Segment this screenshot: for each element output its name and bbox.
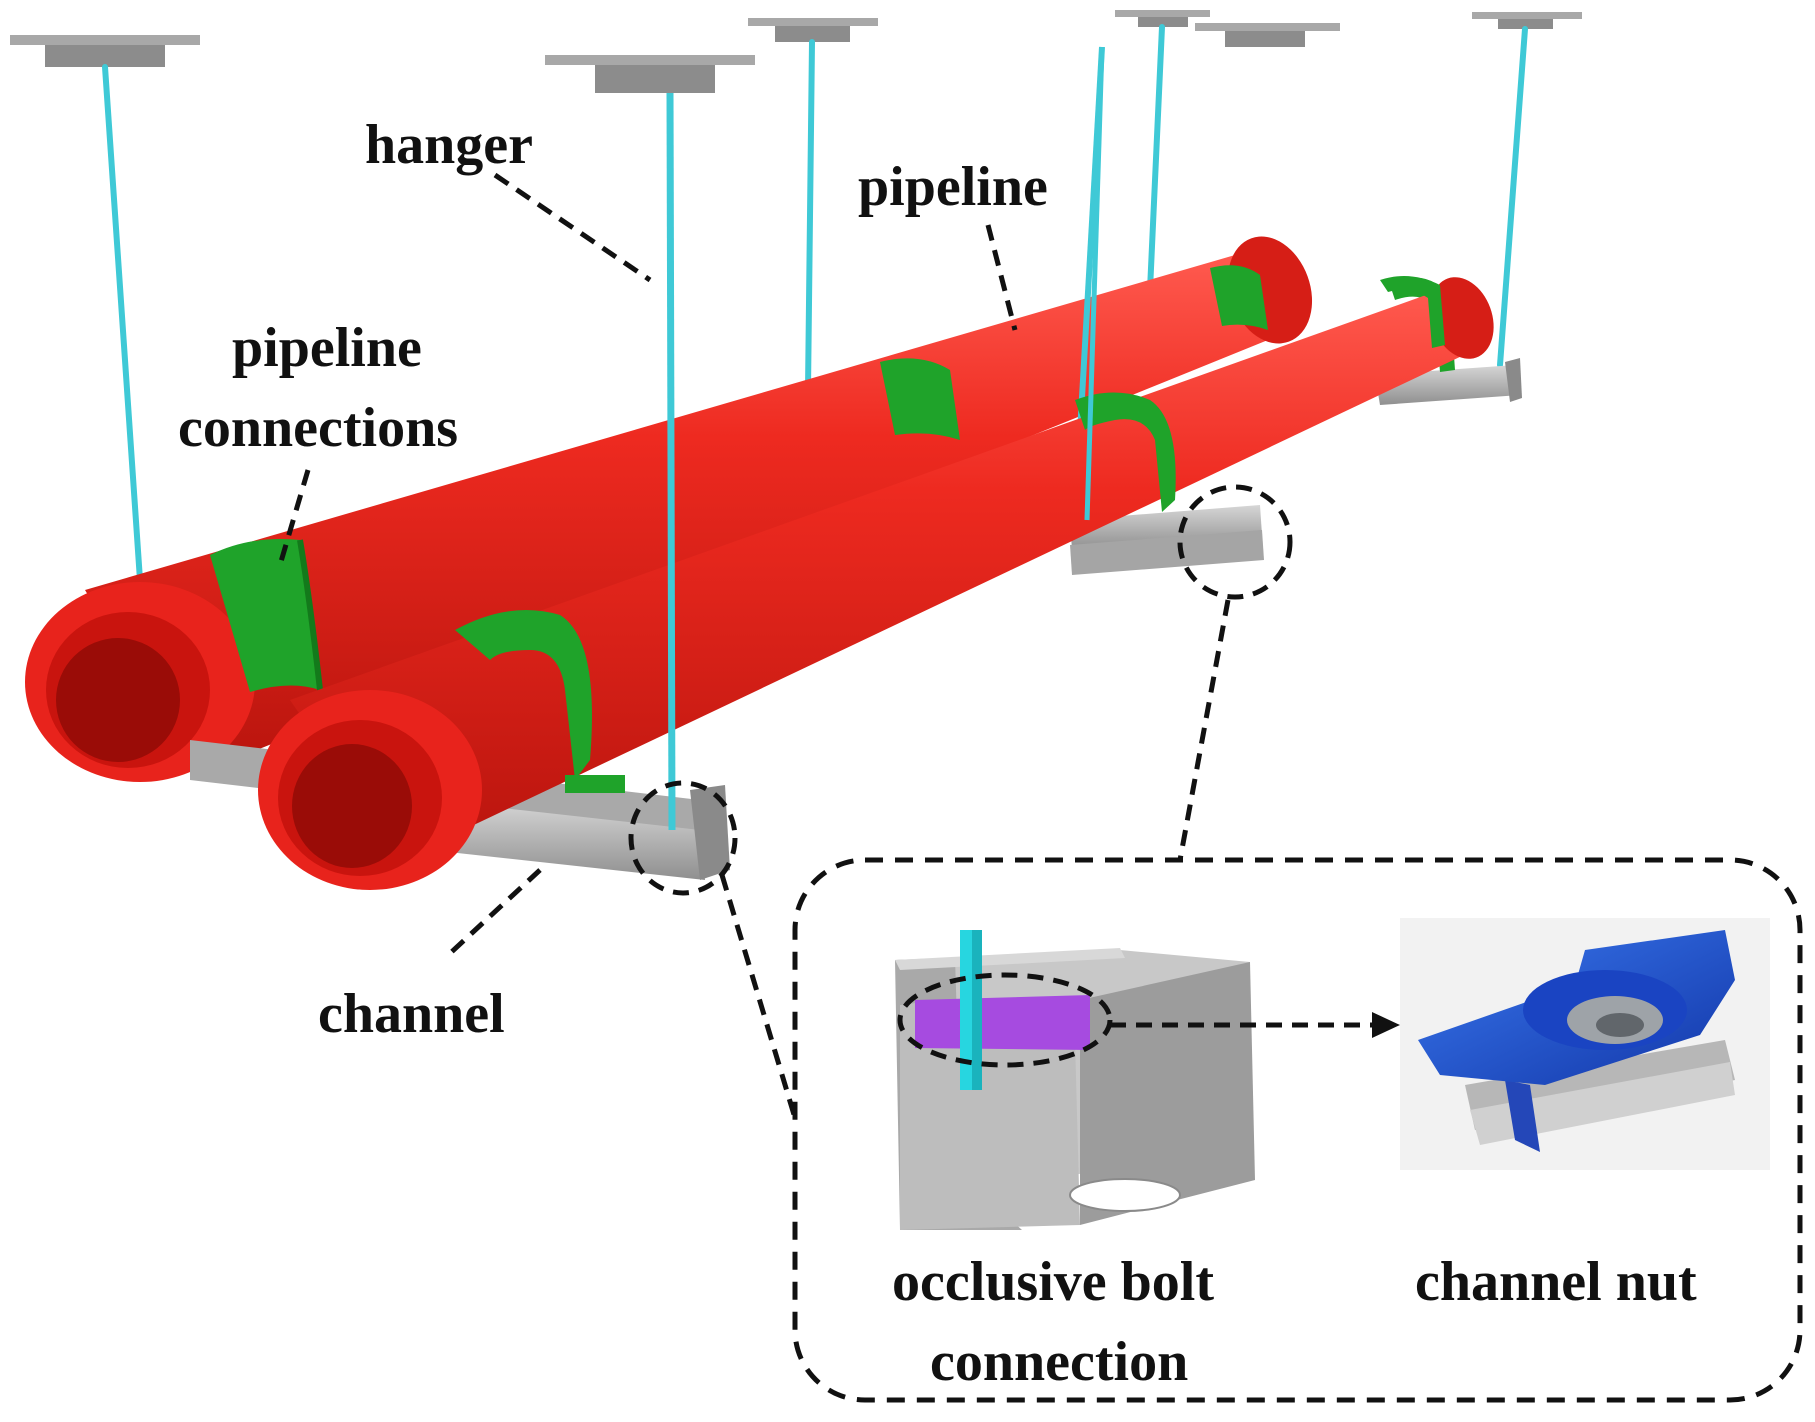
ceiling-plate [10,35,200,67]
callout-circle-middle [1177,484,1293,600]
label-pipeline-connections-line1: pipeline [232,317,422,379]
hanger-rod [1084,46,1105,521]
arrow-head [1372,1012,1400,1038]
ceiling-plate [748,18,878,42]
pipe-front [258,276,1494,890]
callout-connectors [719,599,1231,1119]
hanger-rod-front [666,92,676,831]
inset-channel [895,930,1255,1230]
channel-middle [1070,505,1264,575]
label-channel: channel [318,983,505,1045]
callout-circle-front [628,780,738,896]
ceiling-plate [545,55,755,93]
hanger-rods [102,24,1528,583]
pipe-back [25,236,1313,782]
channel-nut-photo [1400,918,1770,1170]
label-occlusive-bolt-line2: connection [930,1331,1188,1393]
ceiling-plate [1472,12,1582,29]
bolt-callout-ellipse [897,972,1113,1068]
label-hanger: hanger [365,114,533,176]
label-pipeline: pipeline [858,156,1048,218]
ceiling-plate [1115,10,1210,27]
label-channel-nut: channel nut [1415,1251,1697,1313]
label-pipeline-connections-line2: connections [178,397,458,459]
label-occlusive-bolt-line1: occlusive bolt [892,1251,1214,1313]
ceiling-plate [1195,23,1340,47]
leader-lines [277,172,1018,960]
